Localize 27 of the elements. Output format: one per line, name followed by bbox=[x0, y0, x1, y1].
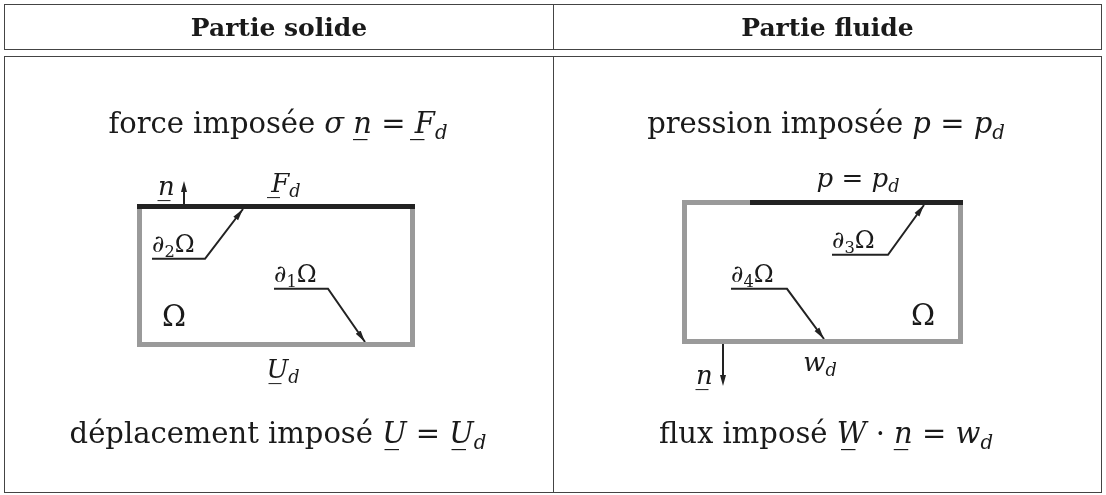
domain-label: Ω bbox=[162, 299, 187, 334]
boundary-segment bbox=[750, 200, 963, 205]
normal-vector-label: n̲ bbox=[158, 171, 175, 203]
column-header: Partie fluide bbox=[741, 12, 914, 42]
boundary-condition-text: force imposée σ n̲ = F̲$_{d}$ bbox=[108, 106, 448, 141]
leader-arrow bbox=[273, 287, 366, 343]
boundary-value-label: p = p$_{d}$ bbox=[816, 163, 900, 195]
table-header-cell bbox=[553, 4, 1102, 50]
boundary-condition-text: pression imposée p = p$_{d}$ bbox=[647, 106, 1005, 141]
column-header: Partie solide bbox=[190, 12, 368, 42]
table-header-cell bbox=[4, 4, 554, 50]
leader-arrow bbox=[831, 204, 925, 256]
boundary-condition-text: flux imposé W̲ · n̲ = w$_{d}$ bbox=[659, 416, 993, 451]
boundary-value-label: w$_{d}$ bbox=[803, 347, 837, 379]
normal-vector-label: n̲ bbox=[696, 360, 713, 392]
table-cell bbox=[4, 56, 554, 493]
boundary-label: ∂$_{1}$Ω bbox=[274, 260, 317, 289]
boundary-segment bbox=[137, 204, 415, 209]
domain-label: Ω bbox=[911, 298, 936, 333]
boundary-label: ∂$_{2}$Ω bbox=[152, 230, 195, 259]
boundary-value-label: U̲$_{d}$ bbox=[266, 354, 300, 386]
table-cell bbox=[553, 56, 1102, 493]
leader-arrow bbox=[151, 208, 244, 260]
boundary-label: ∂$_{4}$Ω bbox=[731, 260, 774, 289]
boundary-condition-text: déplacement imposé U̲ = U̲$_{d}$ bbox=[69, 416, 487, 451]
leader-arrow bbox=[730, 287, 825, 340]
boundary-label: ∂$_{3}$Ω bbox=[832, 226, 875, 255]
